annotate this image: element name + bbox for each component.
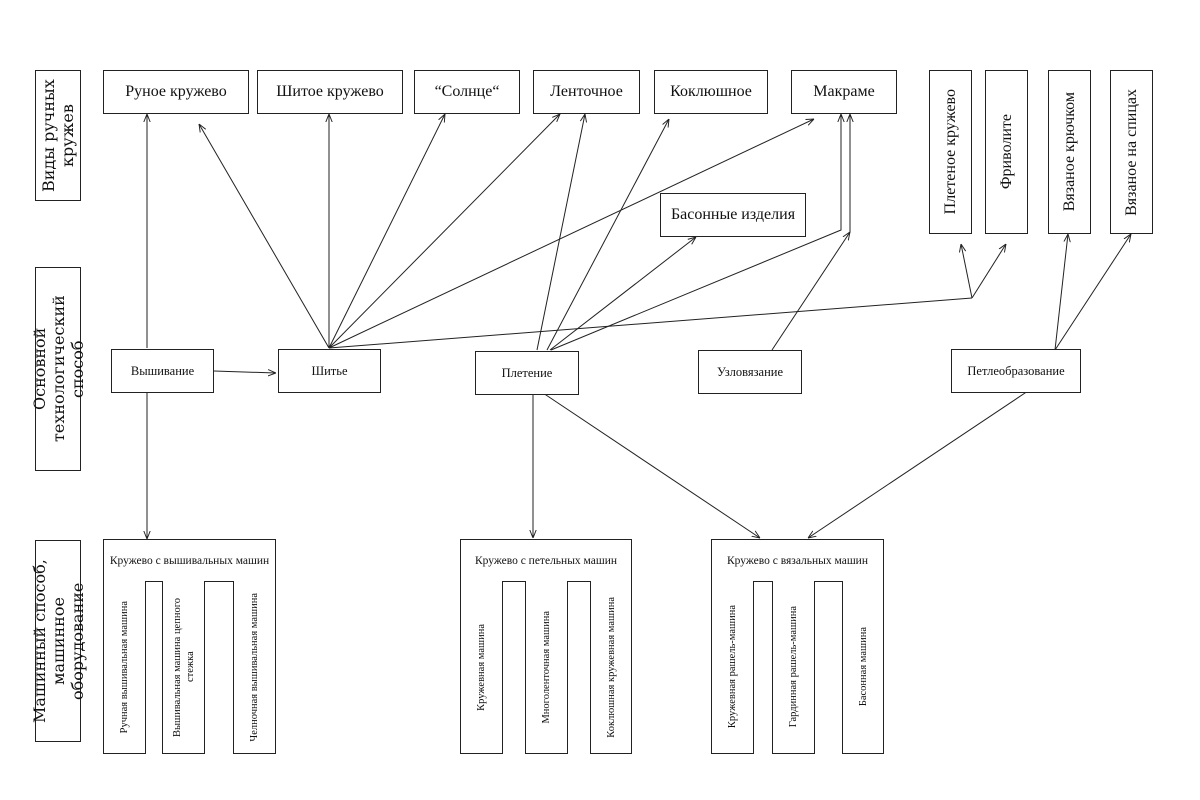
edge-petle-spitsah (1054, 234, 1131, 351)
edge-pletenie-basonnye (549, 237, 696, 351)
edge-petle-knitting-machines (808, 390, 1029, 538)
lace-solntse: “Солнце“ (414, 70, 520, 114)
machine-item: Ручная вышивальная машина (103, 581, 146, 754)
edge-pletenie-knitting-machines (542, 392, 760, 538)
machine-item-label: Вышивальная машина цепного стежка (171, 597, 196, 737)
edge-branch-pletenoe (961, 244, 973, 299)
lace-pletenoe-label: Плетеное кружево (941, 89, 959, 215)
lace-koklyushnoe-label: Коклюшное (670, 83, 752, 100)
row-label-types-text: Виды ручных кружев (39, 79, 77, 192)
edge-shitye-makrame (328, 119, 814, 349)
method-vyshivanie: Вышивание (111, 349, 214, 393)
machine-item-label: Гардинная рашель-машина (788, 606, 799, 728)
lace-makrame-label: Макраме (813, 83, 875, 100)
edge-uzlovyazanie-makrame (771, 232, 850, 351)
machine-group-knitting-title: Кружево с вязальных машин (727, 554, 868, 567)
machine-item: Челночная вышивальная машина (233, 581, 276, 754)
method-petleobrazovanie-label: Петлеобразование (967, 363, 1065, 378)
machine-group-lace-title: Кружево с петельных машин (474, 554, 618, 567)
lace-shitoe: Шитое кружево (257, 70, 403, 114)
edge-petle-kryuchkom (1054, 234, 1068, 351)
lace-solntse-label: “Солнце“ (434, 83, 500, 100)
row-label-machine-text: Машинный способ, машинное оборудование (29, 559, 87, 723)
lace-pletenoe: Плетеное кружево (929, 70, 972, 234)
method-pletenie: Плетение (475, 351, 579, 395)
machine-group-knitting: Кружево с вязальных машин (711, 539, 884, 582)
method-petleobrazovanie: Петлеобразование (951, 349, 1081, 393)
machine-item: Кружевная машина (460, 581, 503, 754)
lace-shitoe-label: Шитое кружево (276, 83, 384, 100)
lace-koklyushnoe: Коклюшное (654, 70, 768, 114)
lace-lentochnoe: Ленточное (533, 70, 640, 114)
machine-item: Гардинная рашель-машина (772, 581, 815, 754)
lace-makrame: Макраме (791, 70, 897, 114)
lace-vyazanoe-spitsah-label: Вязаное на спицах (1122, 88, 1140, 216)
edge-shitye-lentochnoe (328, 114, 560, 349)
machine-item-label: Ручная вышивальная машина (119, 600, 130, 734)
lace-lentochnoe-label: Ленточное (550, 83, 623, 100)
machine-item-label: Коклюшная кружевная машина (605, 596, 617, 738)
machine-item-label: Кружевная рашель-машина (727, 605, 738, 729)
lace-basonnye: Басонные изделия (660, 193, 806, 237)
row-label-technology-text: Основной технологический способ (29, 295, 87, 443)
edge-pletenie-makrame (550, 114, 841, 351)
lace-vyazanoe-kryuchkom-label: Вязаное крючком (1060, 92, 1078, 212)
row-label-types: Виды ручных кружев (35, 70, 81, 201)
machine-group-embroidery-title: Кружево с вышивальных машин (109, 554, 270, 567)
machine-item: Басонная машина (842, 581, 884, 754)
lace-basonnye-label: Басонные изделия (670, 206, 796, 223)
edge-pletenie-koklyushnoe (546, 119, 669, 351)
lace-runoe-label: Руное кружево (125, 83, 227, 100)
method-shitye: Шитье (278, 349, 381, 393)
machine-group-embroidery: Кружево с вышивальных машин (103, 539, 276, 582)
edge-vyshivanie-shitye (213, 371, 276, 373)
machine-item-label: Басонная машина (857, 627, 869, 707)
machine-item: Кружевная рашель-машина (711, 581, 754, 754)
edge-branch-frivolite (971, 244, 1006, 299)
edge-shitye-pletenoe-frivolite (328, 297, 973, 349)
method-uzlovyazanie-label: Узловязание (716, 364, 784, 379)
machine-item-label: Многоленточная машина (541, 610, 552, 724)
machine-item: Многоленточная машина (525, 581, 568, 754)
method-shitye-label: Шитье (311, 363, 348, 378)
method-pletenie-label: Плетение (501, 365, 553, 380)
row-label-machine: Машинный способ, машинное оборудование (30, 540, 87, 742)
machine-item: Коклюшная кружевная машина (590, 581, 632, 754)
machine-item: Вышивальная машина цепного стежка (162, 581, 205, 754)
machine-item-label: Кружевная машина (476, 623, 487, 711)
lace-vyazanoe-kryuchkom: Вязаное крючком (1048, 70, 1091, 234)
edge-pletenie-lentochnoe (536, 114, 585, 351)
lace-frivolite-label: Фриволите (997, 114, 1015, 190)
lace-runoe: Руное кружево (103, 70, 249, 114)
row-label-technology: Основной технологический способ (30, 267, 87, 471)
machine-item-label: Челночная вышивальная машина (249, 592, 260, 742)
edge-shitye-runoe (199, 124, 330, 349)
method-uzlovyazanie: Узловязание (698, 350, 802, 394)
edge-shitye-solntse (328, 114, 445, 349)
method-vyshivanie-label: Вышивание (130, 363, 195, 378)
lace-vyazanoe-spitsah: Вязаное на спицах (1110, 70, 1153, 234)
machine-group-lace: Кружево с петельных машин (460, 539, 632, 582)
lace-frivolite: Фриволите (985, 70, 1028, 234)
